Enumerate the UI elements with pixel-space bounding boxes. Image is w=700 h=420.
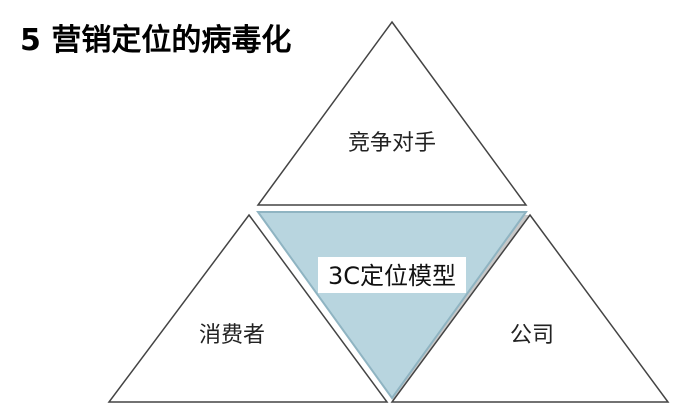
right-label: 公司	[510, 323, 554, 348]
top-triangle	[256, 20, 528, 206]
top-label: 竞争对手	[348, 131, 436, 156]
left-label: 消费者	[199, 323, 265, 348]
page-title: 5 营销定位的病毒化	[20, 23, 292, 58]
center-label-box	[318, 257, 466, 293]
center-label: 3C定位模型	[328, 262, 456, 290]
left-triangle	[107, 213, 389, 403]
right-triangle	[390, 213, 670, 403]
